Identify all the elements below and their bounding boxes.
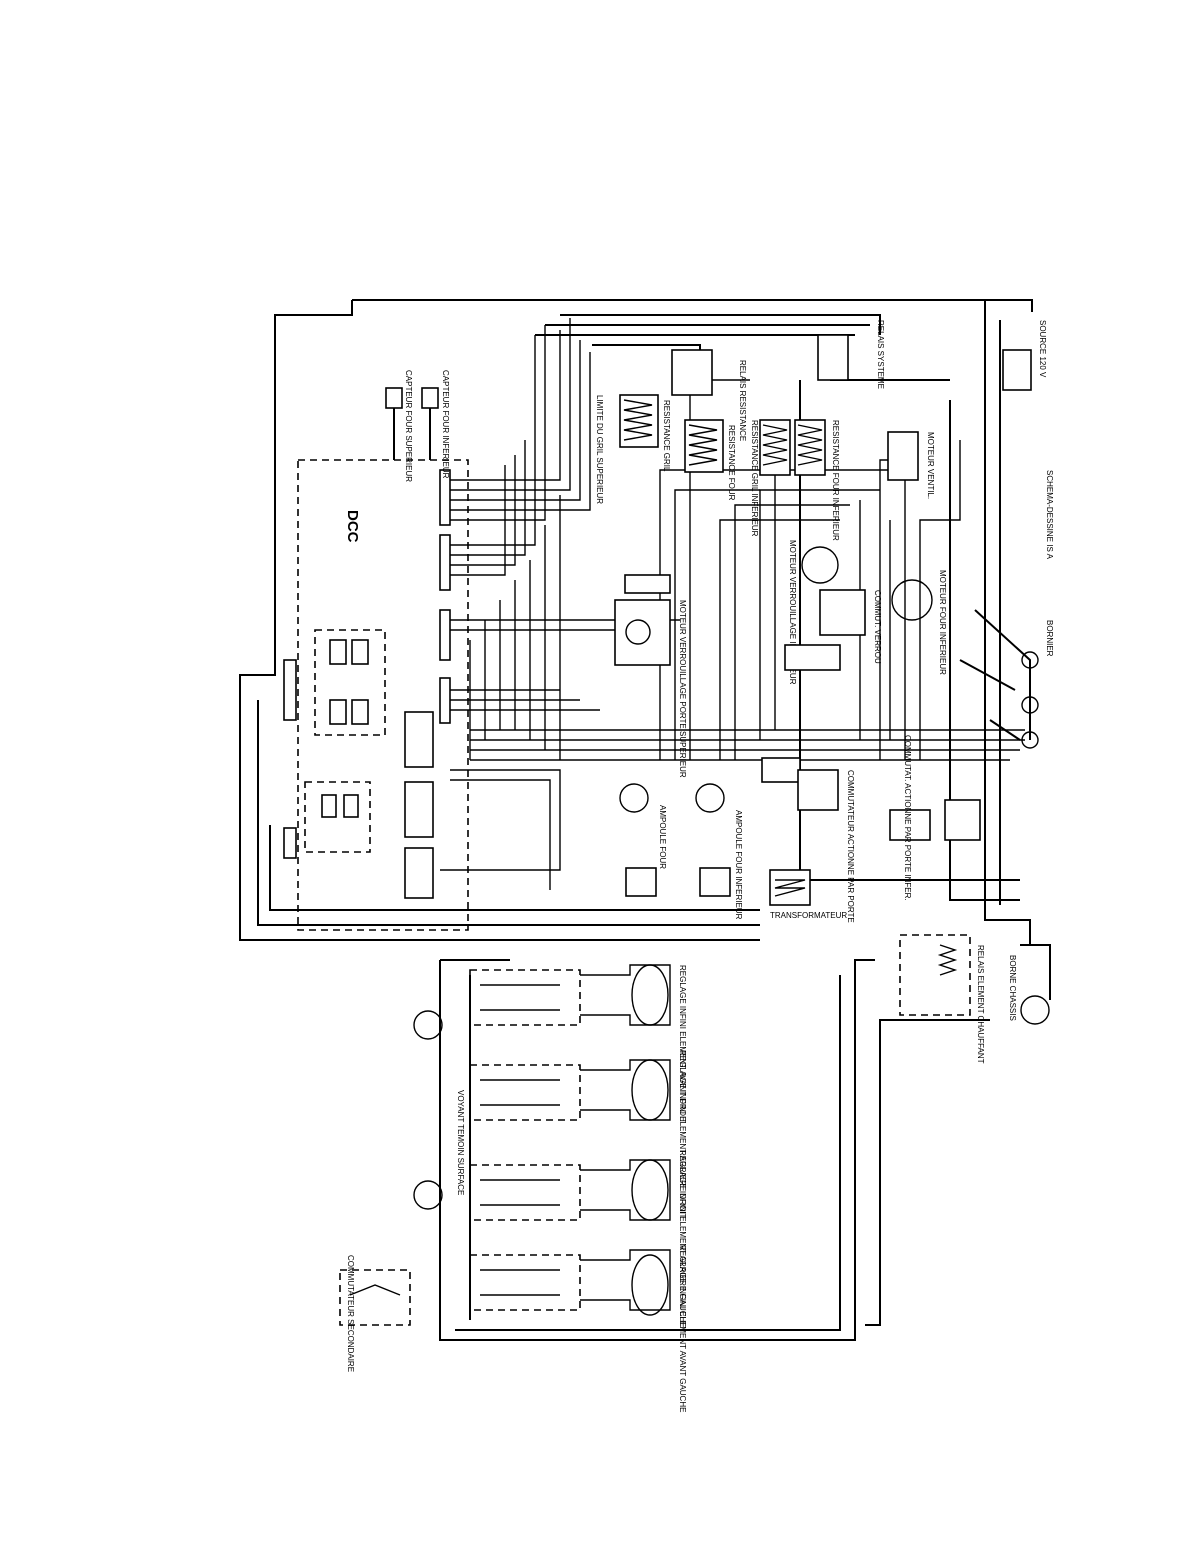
connector-p2 [283, 827, 297, 859]
lower-oven-fan-motor [891, 579, 933, 621]
schema-note: SCHEMA-DESSINE IS A [1045, 470, 1054, 560]
cooktop-section: REGLAGE INFINI ELEMENT AVANT DROIT REGLA… [339, 959, 990, 1412]
oven-lamp-label: AMPOULE FOUR [658, 805, 667, 869]
bake-element-label: RESISTANCE FOUR [727, 425, 736, 501]
lower-oven-sensor-label: CAPTEUR FOUR INFERIEUR [441, 370, 450, 479]
element-right-rear [631, 1059, 669, 1121]
lower-oven-lamp [695, 783, 725, 813]
chassis-ground-label: BORNE CHASSIS [1008, 955, 1017, 1021]
infinite-switch-rf [469, 969, 581, 1026]
element-lr-label: REGLAGE INFINI ELEMENT ARRIERE GAUCHE [678, 1150, 687, 1328]
power-source-label: SOURCE 120 V [1038, 320, 1047, 378]
dcc-label: DCC [344, 510, 361, 543]
fan-motor-box [887, 431, 919, 481]
transformer-label: TRANSFORMATEUR [770, 911, 847, 920]
system-relay-label: RELAIS SYSTEME [876, 320, 885, 389]
connector-p3 [439, 469, 451, 526]
broil-limit-label: LIMITE DU GRIL SUPERIEUR [595, 395, 604, 504]
upper-lock-motor [614, 599, 671, 666]
lower-door-switch-label: COMMUTAT. ACTIONNE PAR PORTE INFER. [903, 735, 912, 901]
element-left-rear [631, 1159, 669, 1221]
secondary-switch [339, 1269, 411, 1326]
lower-door-switch [944, 799, 981, 841]
upper-lock-motor-label: MOTEUR VERROUILLAGE PORTE SUPERIEUR [678, 600, 687, 778]
terminal-block-label: BORNIER [1045, 620, 1054, 657]
connector-p5 [439, 609, 451, 661]
door-switch-label: COMMUTATEUR ACTIONNE PAR PORTE [846, 770, 855, 923]
heating-element-relay-label: RELAIS ELEMENT CHAUFFANT [976, 945, 985, 1064]
upper-sensor-symbol [385, 387, 403, 409]
lower-lock-motor-label: MOTEUR VERROUILLAGE INFERIEUR [788, 540, 797, 685]
lower-oven-fan-label: MOTEUR FOUR INFERIEUR [938, 570, 947, 675]
heating-elements: LIMITE DU GRIL SUPERIEUR RESISTANCE GRIL… [595, 320, 885, 541]
element-right-front [631, 964, 669, 1026]
element-lf-label: REGLAGE INFINI ELEMENT AVANT GAUCHE [678, 1245, 687, 1412]
lower-lock-motor [801, 546, 839, 584]
harness-bus [440, 318, 1025, 890]
upper-oven-sensor-label: CAPTEUR FOUR SUPERIEUR [404, 370, 413, 482]
power-source [1002, 349, 1032, 391]
element-left-front [631, 1254, 669, 1316]
connector-p6 [439, 677, 451, 724]
element-relay-label: RELAIS RESISTANCE [738, 360, 747, 441]
heating-element-relay [899, 934, 971, 1016]
dcc-controller: DCC [283, 459, 469, 931]
lower-sensor-symbol [421, 387, 439, 409]
secondary-switch-label: COMMUTATEUR SECONDAIRE [346, 1255, 355, 1372]
motors-switches: MOTEUR VERROUILLAGE PORTE SUPERIEUR MOTE… [614, 431, 985, 1064]
connector-p1 [283, 659, 297, 721]
indicator-light-2 [413, 1180, 443, 1210]
infinite-switch-lf [469, 1254, 581, 1311]
indicator-label: VOYANT TEMOIN SURFACE [456, 1090, 465, 1195]
system-relay [817, 334, 849, 381]
lock-switch-label: COMMUT. VERROU [873, 590, 882, 664]
infinite-switch-lr [469, 1164, 581, 1221]
lower-oven-lamp-label: AMPOULE FOUR INFERIEUR [734, 810, 743, 920]
connector-p4 [439, 534, 451, 591]
indicator-light-1 [413, 1010, 443, 1040]
element-rr-label: REGLAGE INFINI ELEMENT ARRIERE DROIT [678, 1050, 687, 1218]
fan-motor-label: MOTEUR VENTIL. [926, 432, 935, 499]
element-relay [671, 349, 713, 396]
lower-bake-label: RESISTANCE FOUR INFERIEUR [831, 420, 840, 541]
infinite-switch-rr [469, 1064, 581, 1121]
lock-switch [819, 589, 866, 636]
broil-element-label: RESISTANCE GRIL [662, 400, 671, 472]
oven-lamp [619, 783, 649, 813]
door-switch [797, 769, 839, 811]
terminal-block: BORNIER SCHEMA-DESSINE IS A SOURCE 120 V… [959, 320, 1054, 1025]
element-rf-label: REGLAGE INFINI ELEMENT AVANT DROIT [678, 965, 687, 1123]
lower-broil-label: RESISTANCE GRIL INFERIEUR [750, 420, 759, 537]
oven-sensors: CAPTEUR FOUR SUPERIEUR CAPTEUR FOUR INFE… [385, 370, 450, 482]
chassis-ground [1020, 995, 1050, 1025]
